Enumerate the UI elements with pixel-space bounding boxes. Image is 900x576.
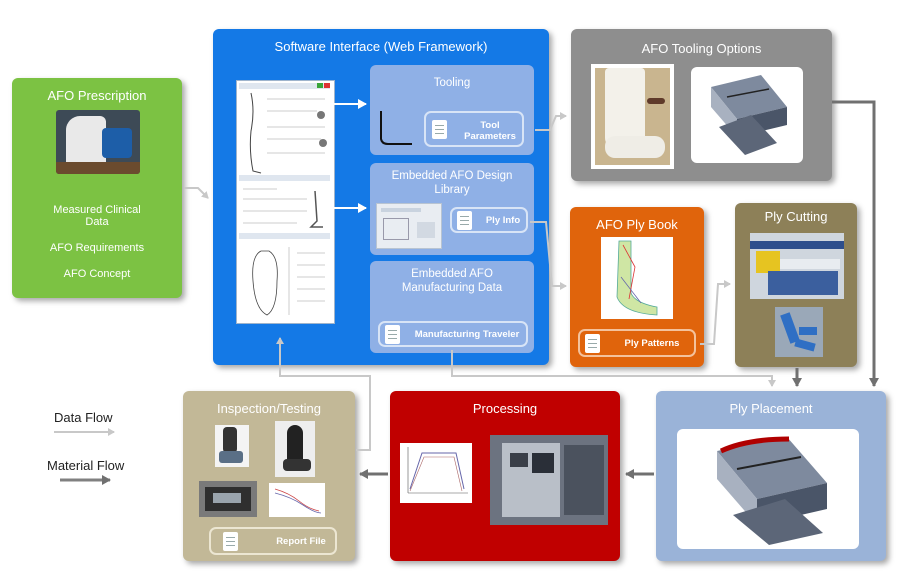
afo-cast-photo bbox=[591, 64, 674, 169]
tooling-render-image bbox=[691, 67, 803, 163]
manufacturing-traveler-button[interactable]: Manufacturing Traveler bbox=[378, 321, 528, 347]
afo-prescription-title: AFO Prescription bbox=[47, 88, 147, 103]
software-interface-title: Software Interface (Web Framework) bbox=[274, 39, 488, 54]
autoclave-photo bbox=[490, 435, 608, 525]
arrow-plyinfo-to-plybook bbox=[530, 221, 567, 290]
tooling-panel: Tooling Tool Parameters bbox=[370, 65, 534, 155]
tooling-options-box: AFO Tooling Options bbox=[571, 29, 832, 181]
tool-parameters-label: Tool Parameters bbox=[464, 120, 516, 142]
cut-plies-photo bbox=[775, 307, 823, 357]
prescription-item-requirements: AFO Requirements bbox=[49, 242, 145, 254]
legend-data-flow-label: Data Flow bbox=[54, 410, 113, 425]
test-result-chart-thumbnail bbox=[269, 483, 325, 517]
cure-cycle-chart-thumbnail bbox=[400, 443, 472, 503]
software-screenshot bbox=[236, 80, 335, 324]
ply-book-box: AFO Ply Book Ply Patterns bbox=[570, 207, 704, 367]
ply-placement-box: Ply Placement bbox=[656, 391, 886, 561]
document-icon bbox=[385, 325, 400, 344]
finished-afo-photo bbox=[275, 421, 315, 477]
design-library-panel: Embedded AFO Design Library Ply Info bbox=[370, 163, 534, 255]
manufacturing-traveler-label: Manufacturing Traveler bbox=[414, 329, 520, 340]
cutting-machine-photo bbox=[750, 233, 844, 299]
software-interface-box: Software Interface (Web Framework) bbox=[213, 29, 549, 365]
report-file-button[interactable]: Report File bbox=[209, 527, 337, 555]
arrow-prescription-to-software bbox=[184, 187, 209, 199]
ply-book-image bbox=[601, 237, 673, 319]
inspection-box: Inspection/Testing Report File bbox=[183, 391, 355, 561]
manufacturing-data-title: Embedded AFO Manufacturing Data bbox=[401, 268, 503, 294]
tool-parameters-button[interactable]: Tool Parameters bbox=[424, 111, 524, 147]
arrow-tooling-options-to-placement bbox=[832, 100, 879, 387]
tooling-title: Tooling bbox=[433, 77, 471, 89]
prescription-item-clinical-data: Measured Clinical Data bbox=[53, 204, 141, 228]
tool-profile-icon bbox=[380, 111, 412, 145]
ply-cutting-title: Ply Cutting bbox=[764, 209, 828, 224]
document-icon bbox=[432, 120, 447, 139]
test-fixture-photo bbox=[199, 481, 257, 517]
ply-info-button[interactable]: Ply Info bbox=[450, 207, 528, 233]
arrow-inspection-to-software bbox=[276, 337, 371, 451]
ply-patterns-label: Ply Patterns bbox=[624, 338, 680, 349]
report-file-label: Report File bbox=[276, 536, 326, 547]
ply-cutting-box: Ply Cutting bbox=[735, 203, 857, 367]
prescription-item-concept: AFO Concept bbox=[63, 268, 131, 280]
document-icon bbox=[457, 211, 472, 230]
design-library-title: Embedded AFO Design Library bbox=[391, 170, 513, 196]
ply-info-label: Ply Info bbox=[485, 215, 521, 226]
clinical-measurement-photo bbox=[56, 110, 140, 174]
ply-book-title: AFO Ply Book bbox=[596, 217, 678, 232]
arrow-traveler-to-placement bbox=[451, 350, 776, 387]
ply-patterns-button[interactable]: Ply Patterns bbox=[578, 329, 696, 357]
processing-title: Processing bbox=[472, 401, 538, 416]
afo-prescription-box: AFO Prescription Measured Clinical Data … bbox=[12, 78, 182, 298]
design-library-thumbnail bbox=[376, 203, 442, 249]
inspection-title: Inspection/Testing bbox=[216, 401, 322, 416]
ply-placement-title: Ply Placement bbox=[729, 401, 813, 416]
tooling-options-title: AFO Tooling Options bbox=[641, 41, 762, 56]
document-icon bbox=[223, 532, 238, 551]
arrow-tooling-to-options bbox=[535, 112, 567, 131]
tested-afo-photo bbox=[215, 425, 249, 467]
processing-box: Processing bbox=[390, 391, 620, 561]
arrow-plybook-to-cutting bbox=[700, 280, 731, 345]
document-icon bbox=[585, 334, 600, 353]
legend-material-flow-label: Material Flow bbox=[47, 458, 125, 473]
ply-placement-render bbox=[677, 429, 859, 549]
manufacturing-data-panel: Embedded AFO Manufacturing Data Manufact… bbox=[370, 261, 534, 353]
